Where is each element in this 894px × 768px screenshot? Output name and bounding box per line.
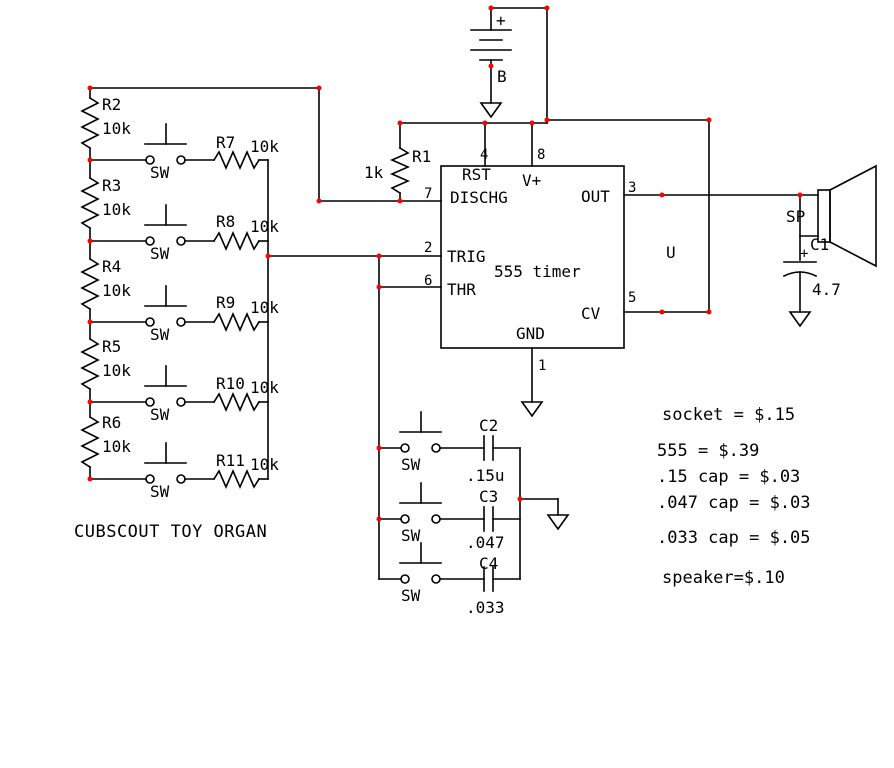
pin-trig-num: 2: [424, 240, 432, 256]
pin-dischg: DISCHG: [450, 188, 508, 207]
pin-cv-num: 5: [628, 290, 636, 306]
ladder-switch-label: SW: [150, 163, 170, 182]
ladder-ref: R2: [102, 95, 121, 114]
series-value: 10k: [250, 217, 279, 236]
ic-555: 4 8 RST V+ 7 DISCHG 2 TRIG 555 timer 6 T…: [424, 147, 676, 374]
series-value: 10k: [250, 455, 279, 474]
cap-value: .033: [466, 598, 505, 617]
c1-polarity: +: [800, 246, 808, 262]
pin-gnd-num: 1: [538, 358, 546, 374]
cap-value: .15u: [466, 466, 505, 485]
ic-name: 555 timer: [494, 262, 581, 281]
series-value: 10k: [250, 378, 279, 397]
ground-icon: [546, 514, 570, 531]
pin-thr-num: 6: [424, 273, 432, 289]
cost-item: speaker=$.10: [662, 568, 785, 588]
cost-item: .15 cap = $.03: [657, 467, 800, 487]
cap-switch-label: SW: [401, 455, 421, 474]
junction-dots: [87, 5, 803, 522]
pin-trig: TRIG: [447, 247, 486, 266]
cap-switch-label: SW: [401, 526, 421, 545]
pin-rst: RST: [462, 165, 491, 184]
ladder-value: 10k: [102, 200, 131, 219]
ladder-ref: R4: [102, 257, 121, 276]
series-value: 10k: [250, 298, 279, 317]
capacitor-bank: C2 .15u SW C3 .047 SW C4 .033 SW: [378, 411, 570, 617]
pin-gnd: GND: [516, 324, 545, 343]
battery-label: B: [497, 67, 507, 86]
ladder-switch-label: SW: [150, 405, 170, 424]
ladder-switch-label: SW: [150, 325, 170, 344]
ladder-value: 10k: [102, 119, 131, 138]
ground-icon: [479, 102, 503, 119]
c1-value: 4.7: [812, 280, 841, 299]
ladder-ref: R6: [102, 413, 121, 432]
series-ref: R8: [216, 212, 235, 231]
ladder-switch-label: SW: [150, 244, 170, 263]
cap-value: .047: [466, 533, 505, 552]
ground-icon: [520, 401, 544, 418]
ladder-switch-label: SW: [150, 482, 170, 501]
capacitor-c1: C1 + 4.7: [782, 235, 841, 328]
pin-cv: CV: [581, 304, 601, 323]
ladder-ref: R5: [102, 337, 121, 356]
ladder-value: 10k: [102, 361, 131, 380]
pin-thr: THR: [447, 280, 476, 299]
battery: + B: [470, 7, 548, 119]
cost-item: socket = $.15: [662, 405, 795, 425]
cost-list: socket = $.15 555 = $.39 .15 cap = $.03 …: [657, 405, 811, 588]
pin-vcc: V+: [522, 171, 541, 190]
cap-label: C4: [479, 554, 498, 573]
series-ref: R11: [216, 451, 245, 470]
series-value: 10k: [250, 137, 279, 156]
pin-out: OUT: [581, 187, 610, 206]
pin-rst-num: 4: [480, 147, 488, 163]
cost-item: .047 cap = $.03: [657, 493, 811, 513]
ladder-value: 10k: [102, 437, 131, 456]
resistor-r1: R1 1k: [364, 122, 431, 202]
diagram-title: CUBSCOUT TOY ORGAN: [74, 522, 267, 542]
cost-item: .033 cap = $.05: [657, 528, 811, 548]
cap-label: C3: [479, 487, 498, 506]
ic-ref: U: [666, 243, 676, 262]
ladder-value: 10k: [102, 281, 131, 300]
r1-label: R1: [412, 147, 431, 166]
ground-icon: [788, 311, 812, 328]
ladder-resistors: [80, 87, 100, 480]
ladder-taps: [89, 123, 269, 489]
ladder-labels: R2 10k SW R7 10k R3 10k SW R8 10k R4 10k…: [102, 95, 279, 501]
pin-out-num: 3: [628, 180, 636, 196]
cap-label: C2: [479, 416, 498, 435]
pin-dischg-num: 7: [424, 186, 432, 202]
c1-label: C1: [810, 235, 829, 254]
r1-value: 1k: [364, 163, 384, 182]
cost-item: 555 = $.39: [657, 441, 759, 461]
battery-polarity: +: [496, 11, 506, 30]
pin-vcc-num: 8: [537, 147, 545, 163]
speaker-label: SP: [786, 207, 805, 226]
ladder-ref: R3: [102, 176, 121, 195]
series-ref: R10: [216, 374, 245, 393]
series-ref: R7: [216, 133, 235, 152]
cap-switch-label: SW: [401, 586, 421, 605]
series-ref: R9: [216, 293, 235, 312]
